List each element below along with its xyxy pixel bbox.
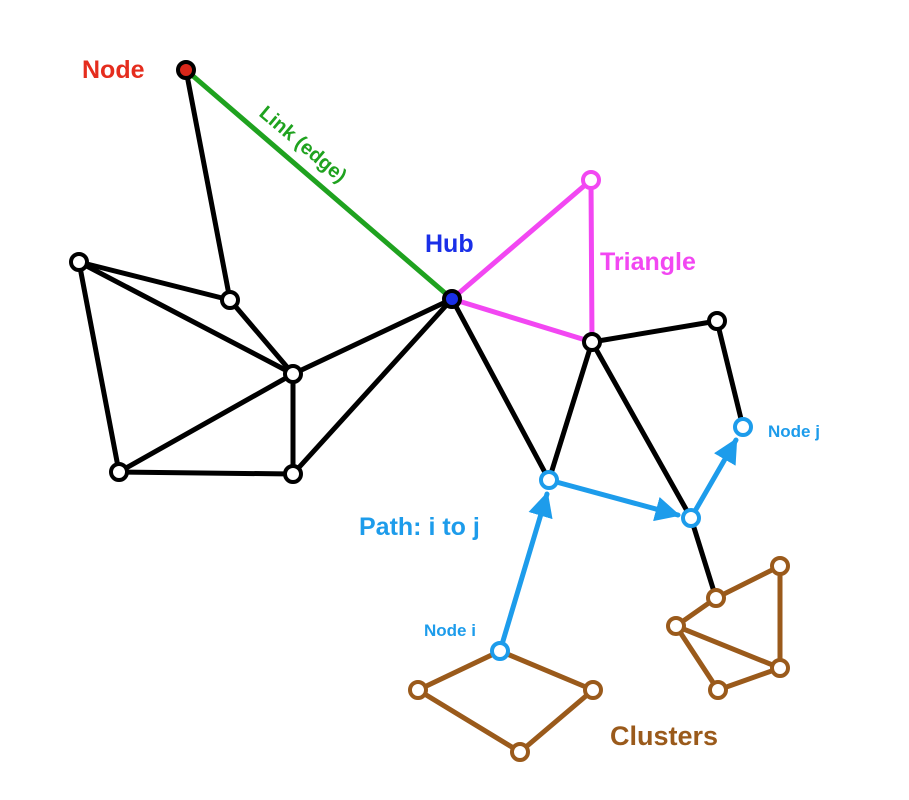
node [707, 311, 727, 331]
node-label: Node [82, 56, 145, 84]
edge [415, 648, 503, 693]
node-i [490, 641, 510, 661]
edge [588, 177, 595, 345]
plain-nodes [69, 252, 727, 484]
edge [227, 297, 296, 377]
edge [415, 687, 523, 755]
edge [449, 177, 594, 302]
triangle-edges [449, 177, 595, 345]
node [283, 464, 303, 484]
cluster-node [583, 680, 603, 700]
path-arrows [497, 437, 739, 654]
node [69, 252, 89, 272]
clusters-label: Clusters [610, 721, 718, 751]
path-arrow [688, 437, 739, 521]
edge [116, 469, 296, 477]
node-j [733, 417, 753, 437]
edge [714, 318, 746, 430]
node [582, 332, 602, 352]
edge [76, 259, 122, 475]
edge [546, 339, 595, 483]
cluster-edges [415, 563, 783, 755]
edge [76, 259, 296, 377]
edge [589, 318, 720, 345]
edge [116, 371, 296, 475]
cluster-node [408, 680, 428, 700]
edge [688, 515, 719, 601]
link-edge [183, 67, 455, 302]
node-j-label: Node j [768, 422, 820, 441]
path-arrow [546, 477, 681, 522]
cluster-node [770, 556, 790, 576]
hub-label: Hub [425, 230, 474, 258]
edge [673, 623, 783, 671]
cluster-nodes [408, 556, 790, 762]
path-nodes [490, 417, 753, 661]
edge [715, 665, 783, 693]
path-label: Path: i to j [359, 513, 480, 541]
edge [497, 648, 596, 693]
highlighted-node [176, 60, 196, 80]
node [283, 364, 303, 384]
edge [76, 259, 233, 303]
hub-node [442, 289, 462, 309]
black-edges [76, 67, 746, 601]
path-node [681, 508, 701, 528]
edge [290, 296, 455, 477]
edge [449, 296, 552, 483]
path-arrow [497, 491, 553, 654]
cluster-node [770, 658, 790, 678]
edge [589, 339, 694, 521]
cluster-node [666, 616, 686, 636]
triangle-label: Triangle [600, 248, 696, 276]
edge [449, 296, 595, 345]
node-i-label: Node i [424, 621, 476, 640]
node [109, 462, 129, 482]
edge [713, 563, 783, 601]
cluster-node [708, 680, 728, 700]
edge [290, 296, 455, 377]
edge [183, 67, 233, 303]
cluster-node [510, 742, 530, 762]
node [220, 290, 240, 310]
triangle-apex-node [581, 170, 601, 190]
cluster-node [706, 588, 726, 608]
edge [673, 623, 721, 693]
edge [517, 687, 596, 755]
path-node [539, 470, 559, 490]
